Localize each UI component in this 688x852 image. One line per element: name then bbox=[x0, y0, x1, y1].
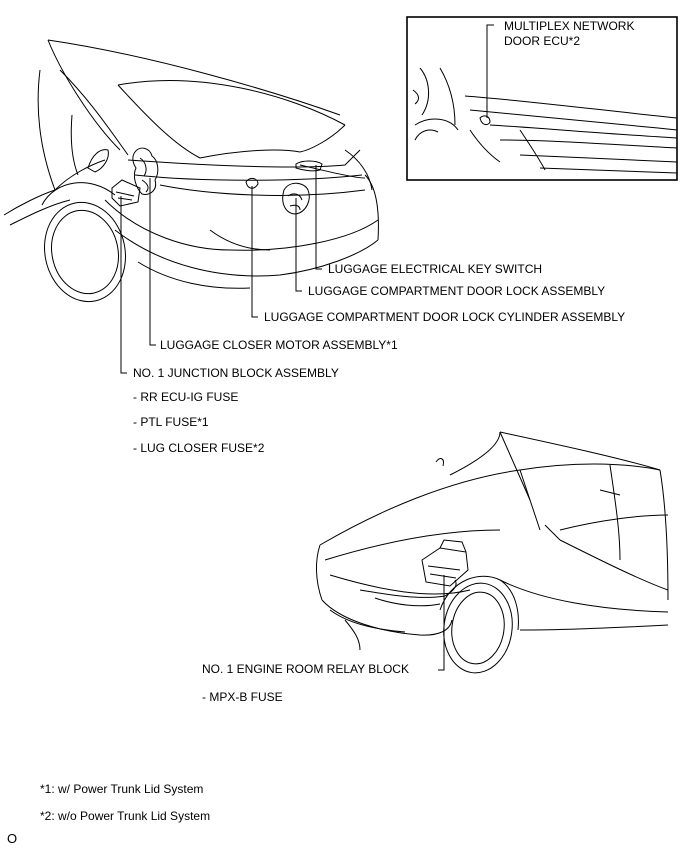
inset-detail-box bbox=[406, 16, 678, 181]
luggage-closer-motor-part bbox=[132, 147, 159, 195]
multiplex-ecu-label-line1: MULTIPLEX NETWORK bbox=[504, 19, 635, 33]
door-lock-cylinder-part bbox=[245, 177, 259, 189]
leader-lines-front bbox=[438, 575, 445, 671]
ptl-fuse-label: - PTL FUSE*1 bbox=[133, 415, 209, 429]
luggage-key-switch-part bbox=[295, 160, 323, 172]
engine-relay-block-part bbox=[421, 539, 469, 587]
mpx-fuse-label: - MPX-B FUSE bbox=[202, 690, 283, 704]
front-car-illustration bbox=[316, 431, 669, 674]
leader-lines-rear bbox=[120, 165, 322, 374]
closer-motor-label: LUGGAGE CLOSER MOTOR ASSEMBLY*1 bbox=[160, 338, 398, 352]
door-lock-assembly-label: LUGGAGE COMPARTMENT DOOR LOCK ASSEMBLY bbox=[308, 284, 606, 298]
junction-block-label: NO. 1 JUNCTION BLOCK ASSEMBLY bbox=[133, 366, 339, 380]
rr-ecu-fuse-label: - RR ECU-IG FUSE bbox=[133, 390, 239, 404]
footnote-2: *2: w/o Power Trunk Lid System bbox=[40, 809, 211, 823]
door-lock-cylinder-label: LUGGAGE COMPARTMENT DOOR LOCK CYLINDER A… bbox=[264, 310, 626, 324]
multiplex-ecu-part bbox=[479, 115, 491, 126]
figure-code: O bbox=[7, 831, 18, 846]
engine-relay-block-label: NO. 1 ENGINE ROOM RELAY BLOCK bbox=[202, 662, 409, 676]
door-lock-assembly-part bbox=[282, 182, 310, 215]
lug-closer-fuse-label: - LUG CLOSER FUSE*2 bbox=[133, 441, 265, 455]
footnote-1: *1: w/ Power Trunk Lid System bbox=[40, 782, 204, 796]
junction-block-part bbox=[111, 179, 141, 207]
luggage-key-switch-label: LUGGAGE ELECTRICAL KEY SWITCH bbox=[328, 262, 543, 276]
rear-car-illustration bbox=[3, 39, 379, 303]
multiplex-ecu-label-line2: DOOR ECU*2 bbox=[504, 34, 581, 48]
